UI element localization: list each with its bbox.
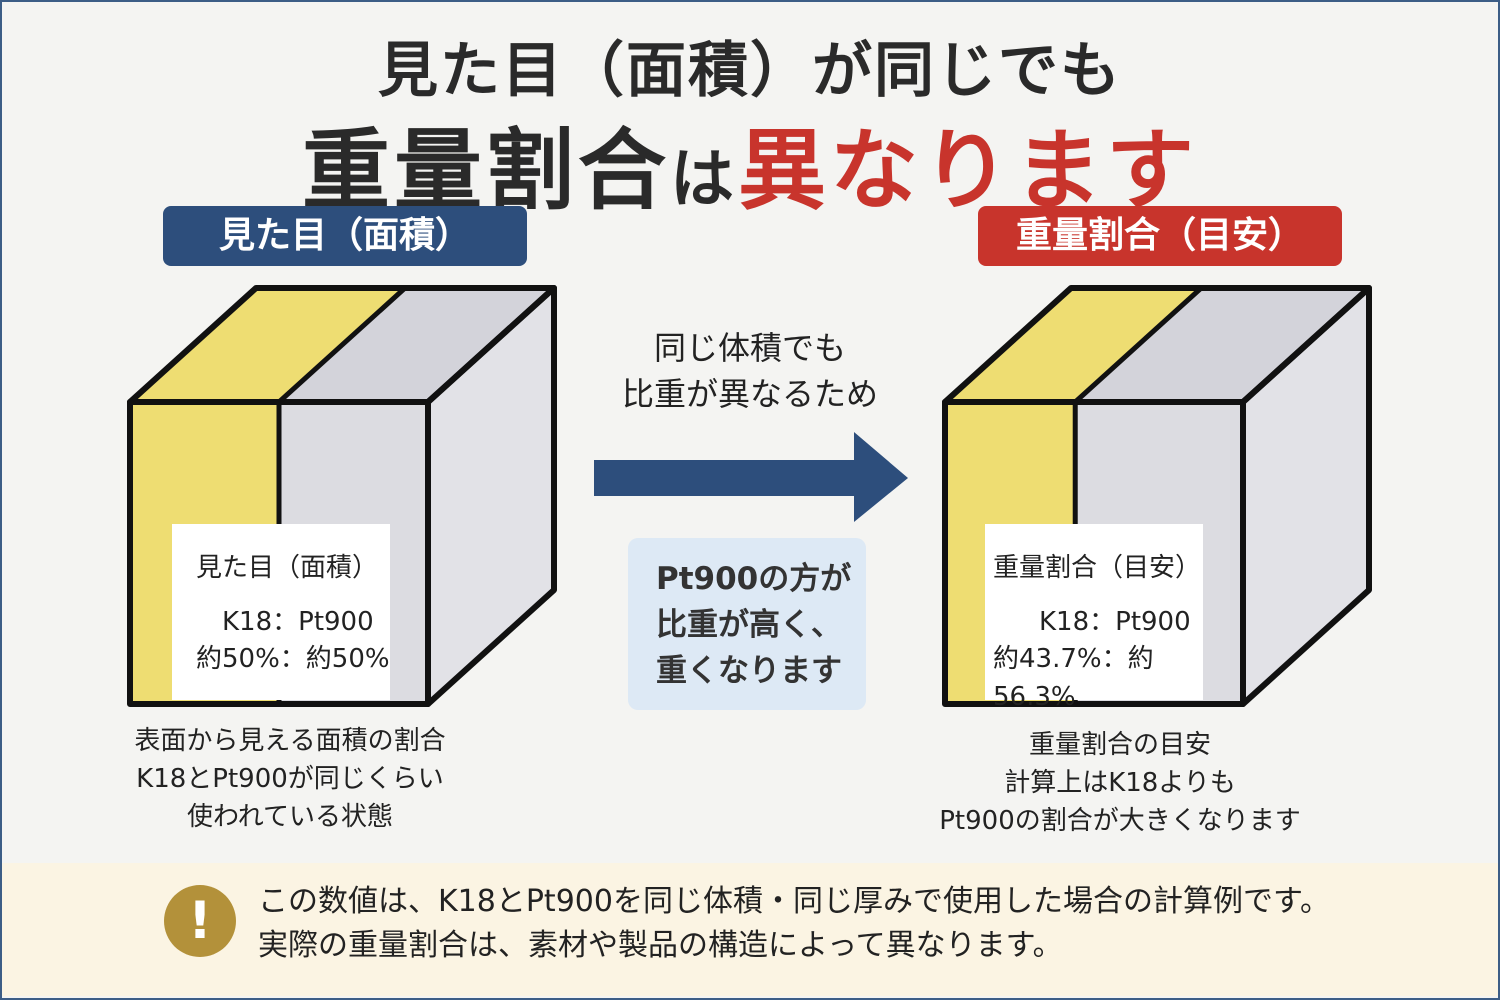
- title-particle: は: [670, 143, 738, 217]
- left-info-ratio-label: K18：Pt900: [222, 606, 374, 637]
- title-weight-ratio: 重量割合: [301, 119, 670, 222]
- arrow-explanation: 同じ体積でも 比重が異なるため: [560, 325, 940, 417]
- left-header-pill: 見た目（面積）: [163, 206, 527, 266]
- left-cube-side-outline: [425, 285, 557, 707]
- density-note-box: Pt900の方が 比重が高く、 重くなります: [628, 538, 866, 710]
- right-caption-line-1: 重量割合の目安: [1028, 730, 1211, 760]
- right-caption: 重量割合の目安 計算上はK18よりも Pt900の割合が大きくなります: [920, 726, 1320, 840]
- arrow-explanation-line-1: 同じ体積でも: [653, 329, 846, 367]
- left-cube-side-silver: [428, 288, 554, 704]
- notice-line-1: この数値は、K18とPt900を同じ体積・同じ厚みで使用した場合の計算例です。: [258, 884, 1330, 919]
- right-cube-side-outline: [1240, 285, 1372, 707]
- left-caption: 表面から見える面積の割合 K18とPt900が同じくらい 使われている状態: [80, 722, 500, 836]
- right-cube-side-silver: [1243, 288, 1369, 704]
- left-info-box: 見た目（面積） K18：Pt900 約50%：約50%: [172, 524, 390, 700]
- right-info-ratio-value: 約43.7%：約56.3%: [993, 644, 1154, 713]
- left-info-ratio-value: 約50%：約50%: [196, 644, 390, 675]
- density-note-line-1: Pt900の方が: [656, 561, 852, 597]
- left-caption-line-1: 表面から見える面積の割合: [134, 726, 446, 756]
- density-note-line-3: 重くなります: [656, 653, 842, 689]
- right-cube-top-silver: [1075, 288, 1369, 402]
- left-cube-top-gold: [130, 288, 405, 402]
- right-info-heading: 重量割合（目安）: [993, 553, 1202, 583]
- right-caption-line-2: 計算上はK18よりも: [1004, 768, 1236, 798]
- left-info-heading: 見た目（面積）: [196, 553, 379, 583]
- right-arrow-icon: [594, 432, 908, 522]
- left-cube-top-silver: [279, 288, 554, 402]
- notice-text: この数値は、K18とPt900を同じ体積・同じ厚みで使用した場合の計算例です。 …: [258, 880, 1458, 968]
- left-caption-line-2: K18とPt900が同じくらい: [136, 764, 444, 794]
- notice-banner: [2, 863, 1498, 996]
- title-line-2: 重量割合は異なります: [0, 100, 1500, 227]
- arrow-explanation-line-2: 比重が異なるため: [621, 375, 878, 413]
- right-cube-top-gold: [945, 288, 1202, 402]
- right-info-box: 重量割合（目安） K18：Pt900 約43.7%：約56.3%: [985, 524, 1203, 712]
- notice-line-2: 実際の重量割合は、素材や製品の構造によって異なります。: [258, 928, 1063, 963]
- right-header-pill: 重量割合（目安）: [978, 206, 1342, 266]
- title-differs: 異なります: [738, 119, 1199, 222]
- left-caption-line-3: 使われている状態: [187, 802, 393, 832]
- right-info-ratio-label: K18：Pt900: [1039, 606, 1191, 637]
- right-caption-line-3: Pt900の割合が大きくなります: [939, 806, 1301, 836]
- exclamation-icon: !: [164, 885, 236, 957]
- right-cube-divider-top: [1073, 286, 1203, 404]
- title-line-1: 見た目（面積）が同じでも: [378, 36, 1122, 106]
- left-cube-divider-top: [277, 286, 407, 404]
- density-note-line-2: 比重が高く、: [656, 607, 842, 643]
